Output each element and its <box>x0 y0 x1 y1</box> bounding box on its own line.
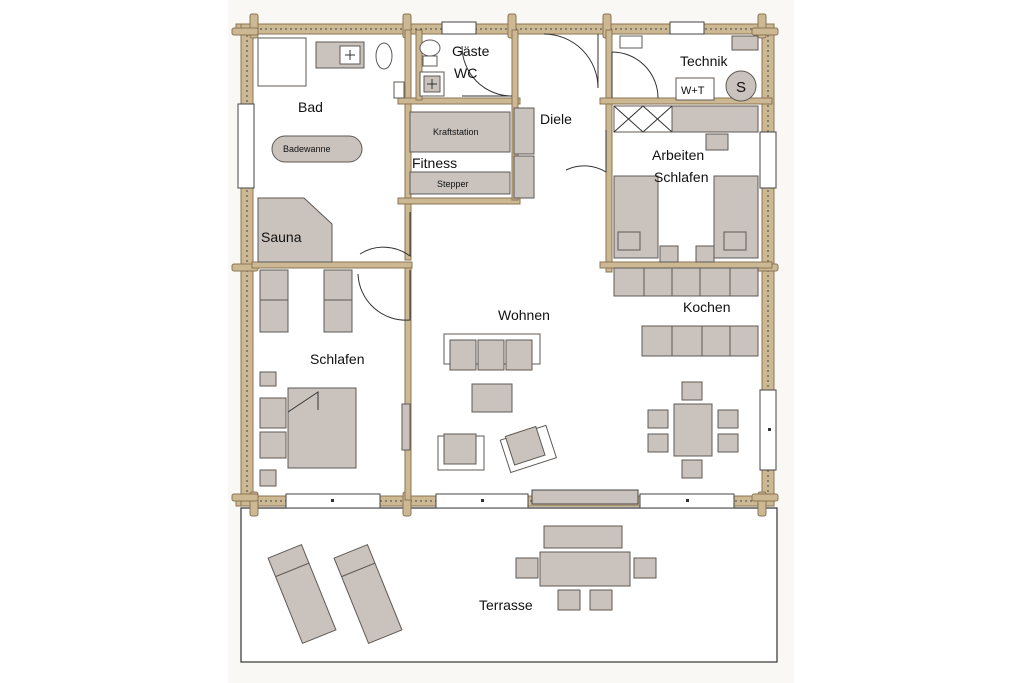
terrace-outline <box>240 507 778 663</box>
room-label-office-schlafen: Schlafen <box>654 169 708 185</box>
door-swings <box>357 33 659 321</box>
fitness-fixtures <box>409 107 535 199</box>
living-furniture <box>401 333 558 474</box>
fixture-label-s: S <box>736 79 746 96</box>
room-label-terrasse: Terrasse <box>479 597 533 613</box>
bedroom-furniture <box>259 269 357 487</box>
fixture-label-kraftstation: Kraftstation <box>433 127 479 137</box>
room-label-diele: Diele <box>540 111 572 127</box>
fixture-label-badewanne: Badewanne <box>283 144 331 154</box>
wc-sink-cross <box>427 79 437 89</box>
room-label-schlafen: Schlafen <box>310 351 364 367</box>
room-label-bad: Bad <box>298 99 323 115</box>
sink-cross <box>345 50 355 60</box>
room-label-sauna: Sauna <box>261 229 302 245</box>
bathroom-fixtures <box>257 37 405 263</box>
dining-set <box>647 381 739 479</box>
room-label-wc: WC <box>454 65 477 81</box>
shelf-diagonals <box>613 105 673 133</box>
room-label-fitness: Fitness <box>412 155 457 171</box>
room-label-arbeiten: Arbeiten <box>652 147 704 163</box>
wall-posts <box>231 13 779 517</box>
room-label-technik: Technik <box>680 53 728 69</box>
fixture-label-stepper: Stepper <box>437 179 469 189</box>
room-label-wohnen: Wohnen <box>498 307 550 323</box>
bed-fold-line <box>287 391 319 413</box>
wall-dots <box>331 428 771 502</box>
wc-fixtures <box>419 39 445 97</box>
fixture-label-wt: W+T <box>681 85 705 97</box>
terrace-furniture <box>267 525 657 645</box>
technik-fixtures <box>619 35 759 102</box>
kitchen-fixtures <box>613 267 759 357</box>
room-label-kochen: Kochen <box>683 299 730 315</box>
office-fixtures <box>613 105 759 263</box>
room-label-gaeste: Gäste <box>452 43 490 59</box>
